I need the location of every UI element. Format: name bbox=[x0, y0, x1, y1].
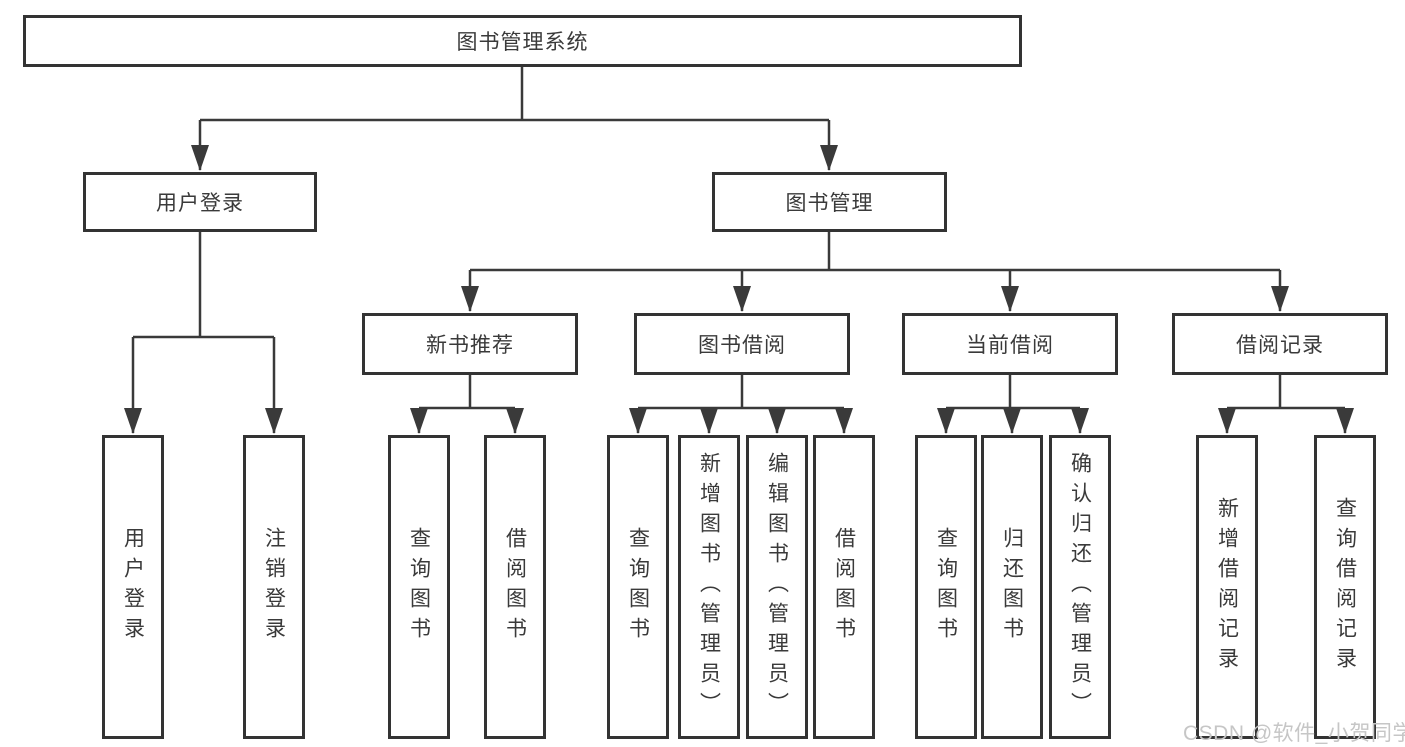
leaf-edit-books-admin: 编辑图书（管理员） bbox=[746, 435, 808, 739]
node-borrowing-records: 借阅记录 bbox=[1172, 313, 1388, 375]
leaf-borrow-books: 借阅图书 bbox=[813, 435, 875, 739]
leaf-add-books-admin: 新增图书（管理员） bbox=[678, 435, 740, 739]
leaf-query-borrow-record: 查询借阅记录 bbox=[1314, 435, 1376, 739]
node-new-book-recommend: 新书推荐 bbox=[362, 313, 578, 375]
leaf-add-borrow-record: 新增借阅记录 bbox=[1196, 435, 1258, 739]
node-root-library-system: 图书管理系统 bbox=[23, 15, 1022, 67]
node-book-borrowing: 图书借阅 bbox=[634, 313, 850, 375]
leaf-confirm-return-admin: 确认归还（管理员） bbox=[1049, 435, 1111, 739]
leaf-user-login: 用户登录 bbox=[102, 435, 164, 739]
node-user-login: 用户登录 bbox=[83, 172, 317, 232]
leaf-query-books-recommend: 查询图书 bbox=[388, 435, 450, 739]
leaf-borrow-books-recommend: 借阅图书 bbox=[484, 435, 546, 739]
csdn-watermark: CSDN @软件_小贺同学 bbox=[1183, 722, 1405, 745]
leaf-query-books-borrow: 查询图书 bbox=[607, 435, 669, 739]
node-current-borrowing: 当前借阅 bbox=[902, 313, 1118, 375]
leaf-logout: 注销登录 bbox=[243, 435, 305, 739]
node-book-management: 图书管理 bbox=[712, 172, 947, 232]
leaf-query-books-current: 查询图书 bbox=[915, 435, 977, 739]
connector-rails bbox=[133, 67, 1345, 410]
leaf-return-books: 归还图书 bbox=[981, 435, 1043, 739]
